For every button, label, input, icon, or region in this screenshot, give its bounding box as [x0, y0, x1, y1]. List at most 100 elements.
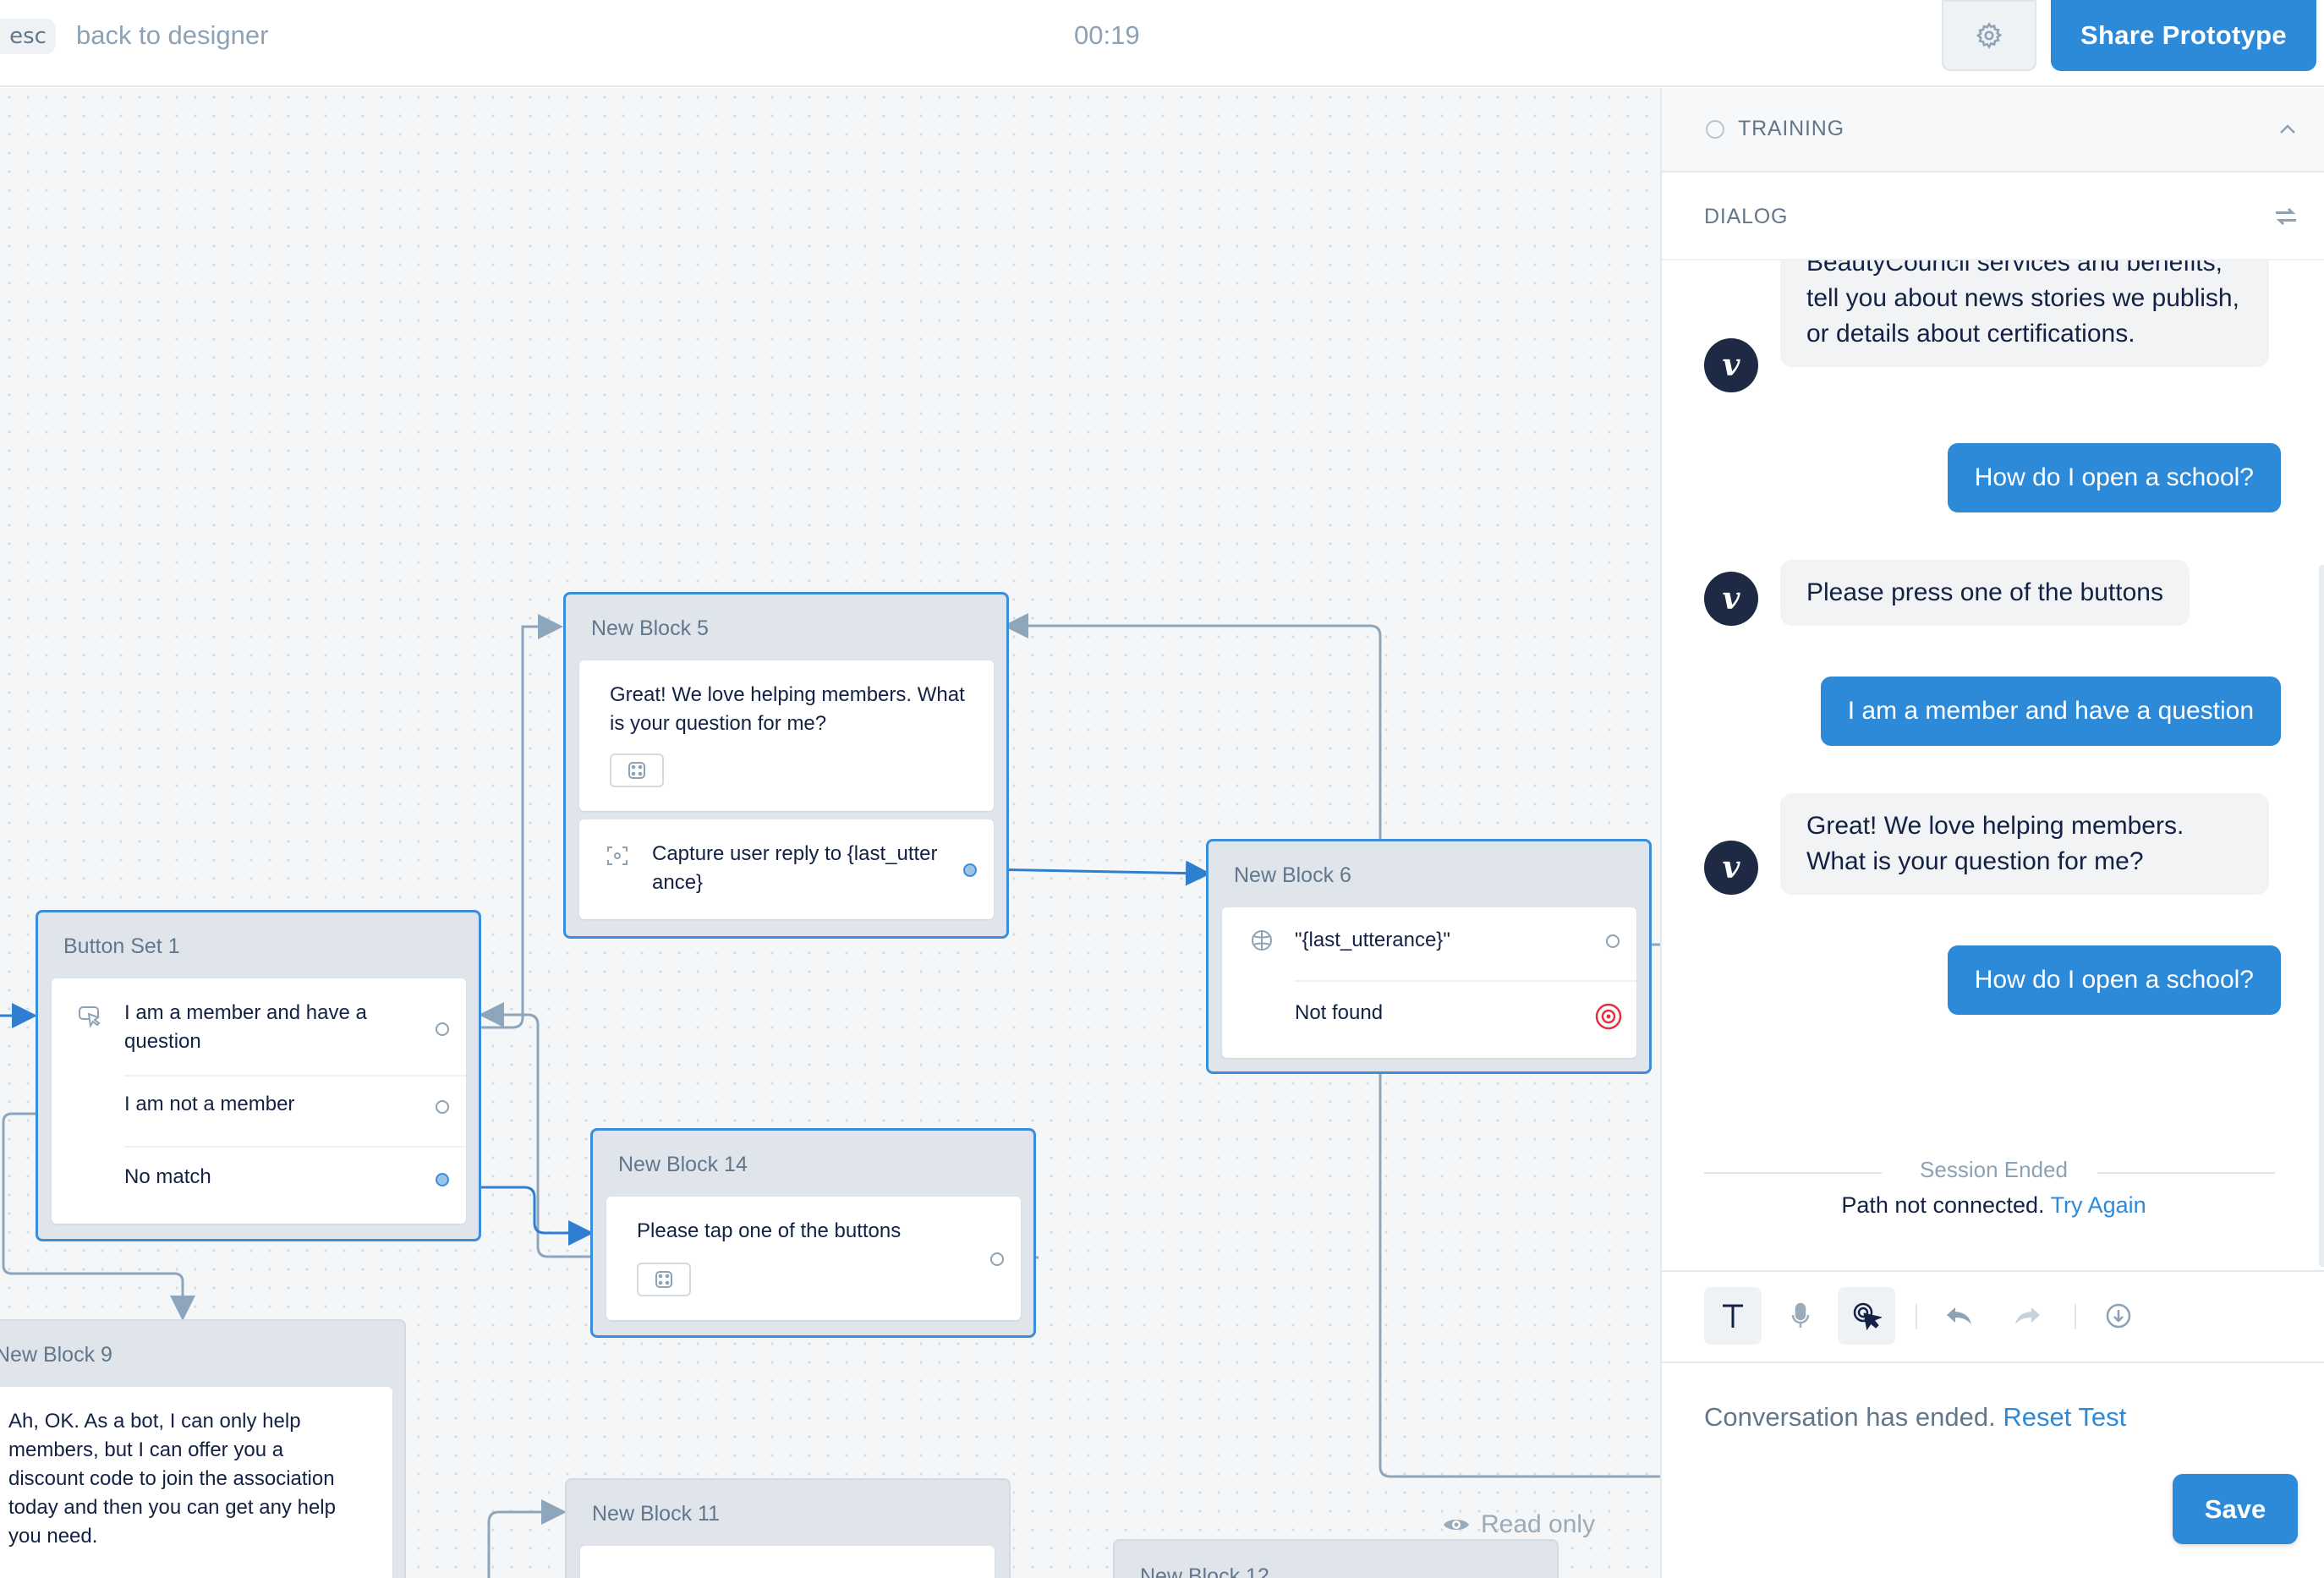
- undo-icon: [1947, 1307, 1971, 1324]
- not-found-text: Not found: [1295, 1001, 1384, 1024]
- wire-into-block11: [487, 1499, 567, 1578]
- speak-port[interactable]: [990, 1252, 1004, 1266]
- wire-block14-to-button-set: [479, 1002, 590, 1258]
- save-button[interactable]: Save: [2173, 1474, 2298, 1544]
- block-title: New Block 12: [1140, 1564, 1269, 1578]
- conversation-ended-text: Conversation has ended.: [1704, 1402, 1996, 1432]
- target-icon[interactable]: [1594, 1002, 1623, 1031]
- redo-icon: [2015, 1307, 2040, 1324]
- block-button-set-1[interactable]: Button Set 1 I am a member and have a qu…: [36, 910, 481, 1241]
- speak-text: Great! We love helping members. What is …: [610, 683, 965, 735]
- session-ended-label: Session Ended: [1920, 1157, 2068, 1182]
- button-label-member: I am a member and have a question: [124, 1001, 367, 1053]
- block-new-block-6[interactable]: New Block 6 "{last_utterance}" Not found: [1206, 839, 1652, 1074]
- microphone-icon: [1791, 1302, 1810, 1328]
- dice-icon[interactable]: [610, 753, 664, 787]
- text-icon: [1723, 1304, 1743, 1328]
- block-title: Button Set 1: [63, 934, 180, 958]
- wire-btn1-to-block5: [479, 614, 563, 1029]
- capture-step[interactable]: Capture user reply to {last_utterance}: [579, 819, 994, 919]
- speak-step[interactable]: Ah, OK. As a bot, I can only help member…: [0, 1387, 392, 1578]
- bot-avatar: v: [1704, 338, 1758, 392]
- path-not-connected-text: Path not connected.: [1841, 1192, 2045, 1218]
- capture-text: Capture user reply to {last_utterance}: [652, 842, 938, 894]
- share-prototype-button[interactable]: Share Prototype: [2051, 0, 2316, 71]
- wire-btn2-to-block9: [2, 1112, 195, 1321]
- speak-step[interactable]: Great! We love helping members. What is …: [579, 660, 994, 811]
- block-title: New Block 6: [1234, 863, 1351, 887]
- button-label-not-member: I am not a member: [124, 1093, 295, 1115]
- intent-port[interactable]: [1606, 934, 1620, 948]
- button-port-not-member[interactable]: [436, 1100, 449, 1114]
- read-only-label: Read only: [1481, 1510, 1596, 1538]
- block-new-block-9[interactable]: New Block 9 Ah, OK. As a bot, I can only…: [0, 1319, 406, 1578]
- dialog-transcript[interactable]: BeautyCouncil services and benefits, tel…: [1662, 260, 2324, 1270]
- button-mode-button[interactable]: [1838, 1287, 1895, 1345]
- path-status: Path not connected. Try Again: [1662, 1192, 2324, 1219]
- reset-test-link[interactable]: Reset Test: [2003, 1402, 2127, 1432]
- speak-text: Ah, OK. As a bot, I can only help member…: [8, 1410, 336, 1548]
- block-title: New Block 14: [618, 1153, 748, 1176]
- chevron-up-icon[interactable]: [2277, 118, 2299, 140]
- button-port-member[interactable]: [436, 1022, 449, 1036]
- flow-canvas[interactable]: New Block 5 Great! We love helping membe…: [0, 88, 1660, 1578]
- wire-nomatch-to-block14: [465, 1186, 594, 1246]
- session-timer: 00:19: [1074, 20, 1140, 50]
- button-port-no-match[interactable]: [436, 1173, 449, 1186]
- try-again-link[interactable]: Try Again: [2050, 1192, 2146, 1218]
- connection-lines: [0, 613, 1660, 1578]
- block-new-block-14[interactable]: New Block 14 Please tap one of the butto…: [590, 1128, 1036, 1338]
- block-new-block-11[interactable]: New Block 11: [565, 1478, 1011, 1578]
- bot-message: Please press one of the buttons: [1780, 560, 2190, 626]
- read-only-indicator: Read only: [1442, 1510, 1595, 1539]
- interaction-step[interactable]: "{last_utterance}" Not found: [1222, 907, 1636, 1058]
- block-title: New Block 5: [591, 616, 709, 640]
- button-label-no-match: No match: [124, 1165, 211, 1188]
- intent-text: "{last_utterance}": [1295, 929, 1450, 951]
- status-dot-icon: [1706, 120, 1724, 139]
- step-card[interactable]: [580, 1546, 995, 1578]
- test-panel: TRAINING DIALOG BeautyCouncil services a…: [1660, 88, 2324, 1578]
- text-mode-button[interactable]: [1704, 1287, 1762, 1345]
- conversation-ended-status: Conversation has ended. Reset Test: [1704, 1402, 2126, 1433]
- eye-icon: [1444, 1520, 1469, 1530]
- redo-button[interactable]: [1998, 1287, 2056, 1345]
- settings-button[interactable]: [1942, 0, 2036, 71]
- session-divider-left: [1704, 1172, 1882, 1174]
- download-button[interactable]: [2090, 1287, 2147, 1345]
- download-icon: [2106, 1303, 2131, 1329]
- step-divider: [1295, 980, 1636, 982]
- session-divider-right: [2097, 1172, 2275, 1174]
- user-message: I am a member and have a question: [1820, 677, 2281, 746]
- capture-icon: [607, 847, 628, 865]
- buttons-step[interactable]: I am a member and have a question I am n…: [52, 978, 466, 1224]
- wire-block6-down: [1379, 1071, 1660, 1478]
- input-mode-toolbar: [1662, 1270, 2324, 1363]
- undo-button[interactable]: [1931, 1287, 1988, 1345]
- block-new-block-5[interactable]: New Block 5 Great! We love helping membe…: [563, 592, 1009, 939]
- user-message: How do I open a school?: [1947, 945, 2281, 1015]
- esc-key-badge[interactable]: esc: [0, 19, 56, 54]
- refresh-icon[interactable]: [2271, 201, 2301, 232]
- voice-mode-button[interactable]: [1772, 1287, 1829, 1345]
- block-new-block-12[interactable]: New Block 12: [1113, 1539, 1559, 1578]
- dice-icon[interactable]: [637, 1263, 691, 1296]
- block-title: New Block 9: [0, 1343, 112, 1367]
- step-divider: [124, 1146, 466, 1148]
- speak-text: Please tap one of the buttons: [637, 1219, 902, 1242]
- bot-message: Great! We love helping members. What is …: [1780, 793, 2269, 895]
- step-divider: [124, 1075, 466, 1077]
- user-message: How do I open a school?: [1947, 443, 2281, 512]
- toolbar-separator: [2075, 1304, 2076, 1329]
- wire-block6-to-block5: [1003, 613, 1382, 839]
- capture-port[interactable]: [963, 863, 977, 877]
- speak-step[interactable]: Please tap one of the buttons: [606, 1197, 1021, 1320]
- transcript-scrollbar[interactable]: [2319, 565, 2324, 1267]
- training-section-header[interactable]: TRAINING: [1662, 88, 2324, 173]
- gear-icon: [1976, 22, 2003, 49]
- dialog-section-header: DIALOG: [1662, 173, 2324, 260]
- bot-avatar: v: [1704, 572, 1758, 626]
- top-bar: esc back to designer 00:19 Share Prototy…: [0, 0, 2324, 87]
- back-to-designer-link[interactable]: back to designer: [76, 20, 269, 50]
- dialog-label: DIALOG: [1704, 205, 1789, 228]
